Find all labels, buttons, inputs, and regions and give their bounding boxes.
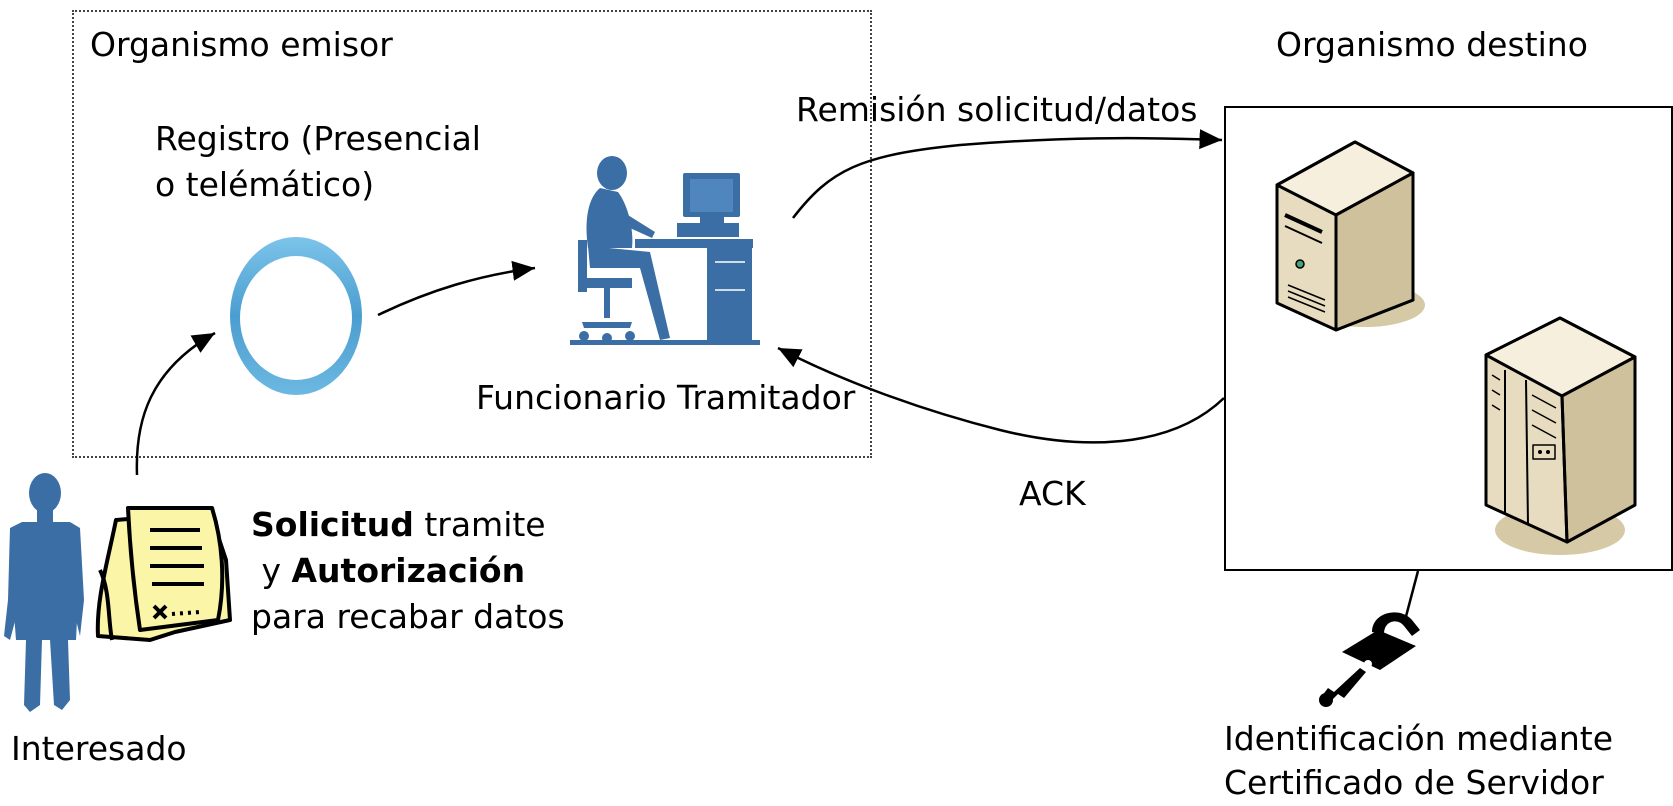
funcionario-computer-icon [570, 156, 760, 345]
solicitud-bold: Solicitud [251, 505, 414, 544]
solicitud-line3: para recabar datos [251, 597, 565, 636]
organismo-destino-title: Organismo destino [1276, 25, 1588, 64]
interesado-person-icon [4, 473, 84, 712]
solicitud-y: y [251, 551, 292, 590]
arrow-registro-to-funcionario [377, 260, 536, 317]
organismo-emisor-box [72, 10, 872, 458]
lock-connector [1402, 570, 1420, 625]
ack-label: ACK [1019, 474, 1086, 513]
certificado-line1: Identificación mediante [1224, 719, 1614, 758]
registro-label-line2: o telémático) [155, 165, 375, 204]
server-cabinet-icon [1484, 316, 1637, 555]
arrow-interesado-to-registro [135, 331, 216, 476]
organismo-destino-box [1224, 106, 1673, 571]
arrow-remision [792, 129, 1223, 219]
server-icon [1275, 140, 1425, 332]
autorizacion-bold: Autorización [291, 551, 526, 590]
certificado-line2: Certificado de Servidor [1224, 763, 1604, 802]
registro-ring-icon [230, 237, 362, 395]
interesado-label: Interesado [11, 729, 187, 768]
solicitud-text: tramite [413, 505, 546, 544]
solicitud-line1: Solicitud tramite [251, 502, 546, 548]
arrow-ack [777, 346, 1225, 444]
remision-label: Remisión solicitud/datos [796, 90, 1198, 129]
solicitud-line2: y Autorización [251, 548, 525, 594]
solicitud-document-icon [95, 506, 232, 642]
organismo-emisor-title: Organismo emisor [90, 25, 393, 64]
lock-key-icon [1319, 612, 1420, 707]
registro-label-line1: Registro (Presencial [155, 119, 481, 158]
funcionario-label: Funcionario Tramitador [476, 378, 856, 417]
